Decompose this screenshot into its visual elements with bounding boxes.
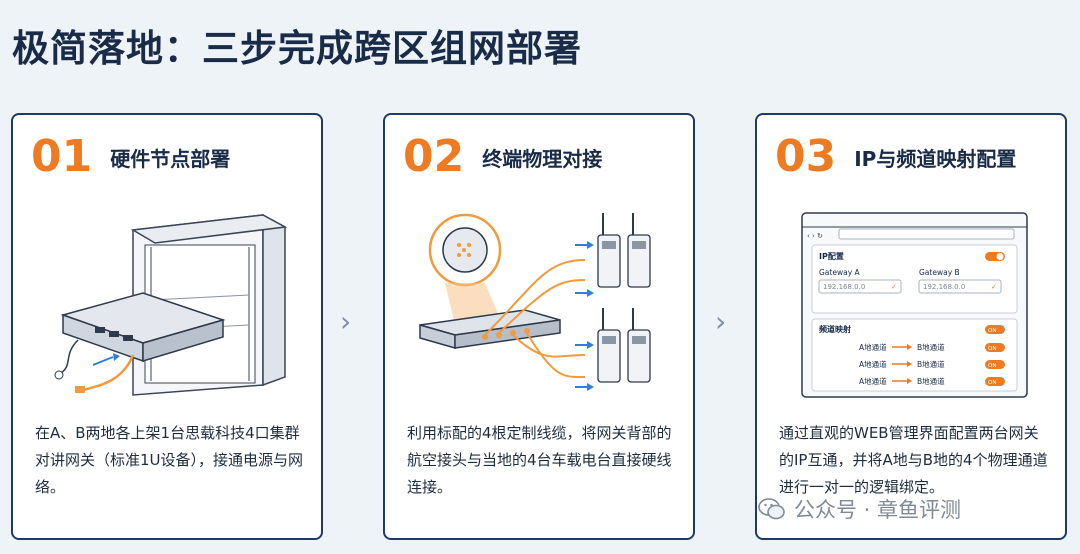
step-number: 03 bbox=[775, 131, 837, 182]
mapping-toggle: ON bbox=[988, 363, 996, 369]
watermark-text: 公众号 · 章鱼评测 bbox=[794, 498, 962, 522]
mapping-from: A地通道 bbox=[859, 359, 887, 369]
channel-section-label: 频道映射 bbox=[819, 324, 851, 334]
mapping-to: B地通道 bbox=[917, 376, 945, 386]
mapping-to: B地通道 bbox=[917, 342, 945, 352]
mapping-from: A地通道 bbox=[859, 376, 887, 386]
gateway-b-input: 192.168.0.0 bbox=[923, 283, 965, 291]
step-header-2: 02 终端物理对接 bbox=[403, 135, 602, 179]
step-number: 01 bbox=[31, 131, 93, 182]
step-number: 02 bbox=[403, 131, 465, 182]
rack-server-illustration bbox=[54, 213, 288, 396]
step-title: 硬件节点部署 bbox=[110, 146, 231, 171]
gateway-a-input: 192.168.0.0 bbox=[823, 283, 865, 291]
check-icon: ✓ bbox=[991, 283, 997, 291]
mapping-to: B地通道 bbox=[917, 359, 945, 369]
step-description: 利用标配的4根定制线缆，将网关背部的航空接头与当地的4台车载电台直接硬线连接。 bbox=[407, 424, 672, 496]
svg-text:‹ › ↻: ‹ › ↻ bbox=[807, 232, 823, 240]
mapping-from: A地通道 bbox=[859, 342, 887, 352]
watermark: 公众号 · 章鱼评测 bbox=[758, 494, 961, 524]
step-title: 终端物理对接 bbox=[482, 146, 603, 171]
mapping-toggle: ON bbox=[988, 346, 996, 352]
wechat-icon bbox=[758, 498, 785, 520]
step-header-1: 01 硬件节点部署 bbox=[31, 135, 230, 179]
chevron-right-icon: › bbox=[715, 305, 727, 338]
gateway-radio-wiring-illustration bbox=[419, 213, 651, 391]
step-card-1: 01 硬件节点部署 在A、B两地各上架1台思载科技4口集群对讲网关（标准1U设备… bbox=[11, 113, 323, 540]
ip-section-label: IP配置 bbox=[819, 251, 844, 261]
svg-text:ON: ON bbox=[988, 328, 996, 334]
step-description: 在A、B两地各上架1台思载科技4口集群对讲网关（标准1U设备），接通电源与网络。 bbox=[35, 424, 304, 496]
step-title: IP与频道映射配置 bbox=[854, 146, 1017, 171]
check-icon: ✓ bbox=[891, 283, 897, 291]
step-header-3: 03 IP与频道映射配置 bbox=[775, 135, 1016, 179]
step-card-2: 02 终端物理对接 bbox=[383, 113, 695, 540]
chevron-right-icon: › bbox=[340, 305, 352, 338]
web-config-ui-illustration: ‹ › ↻ IP配置 Gateway A Gateway B 192.168.0… bbox=[801, 212, 1028, 398]
gateway-a-label: Gateway A bbox=[819, 268, 861, 277]
mapping-toggle: ON bbox=[988, 380, 996, 386]
step-card-3: 03 IP与频道映射配置 ‹ › ↻ IP配置 Gateway A Gatewa… bbox=[755, 113, 1067, 540]
gateway-b-label: Gateway B bbox=[919, 268, 960, 277]
page-title: 极简落地：三步完成跨区组网部署 bbox=[12, 27, 582, 70]
step-description: 通过直观的WEB管理界面配置两台网关的IP互通，并将A地与B地的4个物理通道进行… bbox=[779, 424, 1048, 496]
